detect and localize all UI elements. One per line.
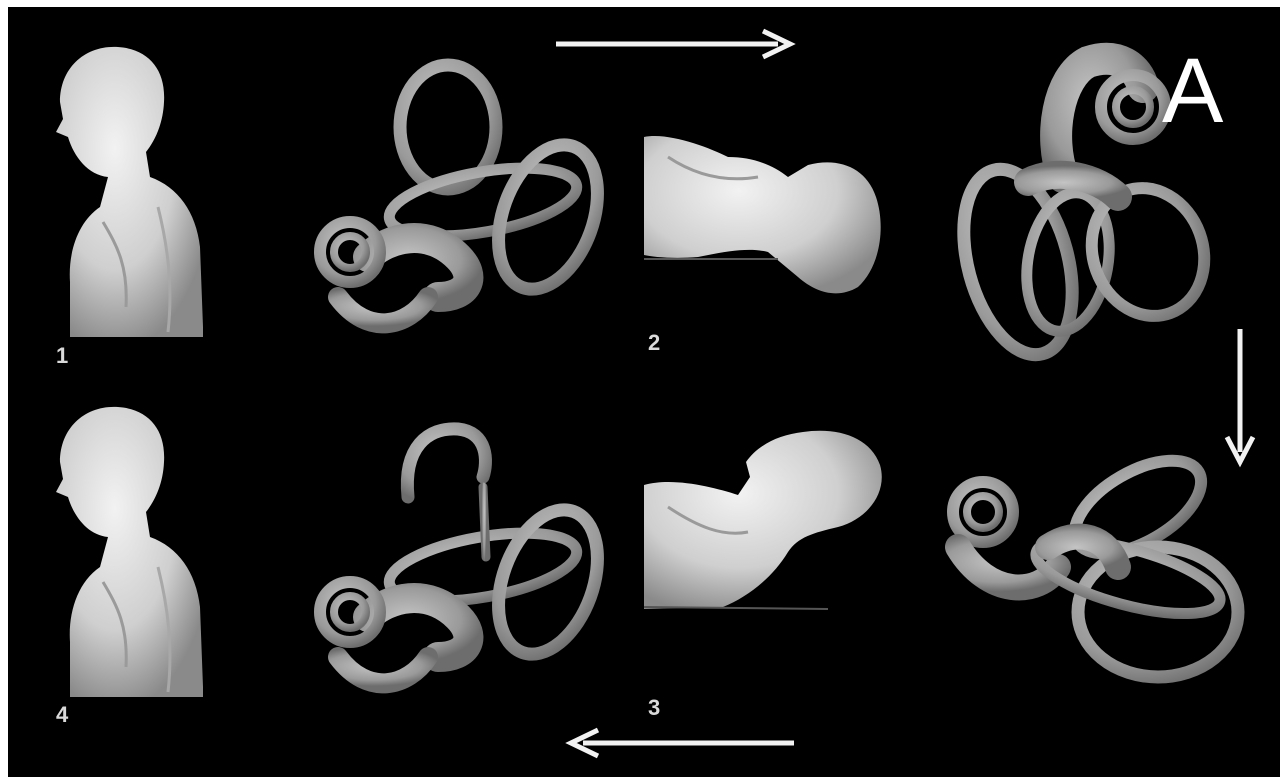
arrow-right bbox=[556, 31, 790, 57]
step-label-1: 1 bbox=[56, 345, 68, 367]
panel-letter: A bbox=[1162, 45, 1223, 137]
arrow-left bbox=[571, 730, 794, 756]
arrow-down bbox=[1227, 329, 1253, 462]
human-figure-1 bbox=[56, 47, 203, 337]
inner-ear-model-1 bbox=[320, 65, 616, 323]
inner-ear-model-3 bbox=[953, 442, 1238, 677]
human-figure-2 bbox=[644, 136, 881, 293]
inner-ear-model-4 bbox=[320, 429, 616, 684]
step-label-4: 4 bbox=[56, 704, 68, 726]
human-figure-3 bbox=[644, 431, 882, 609]
figure-artwork bbox=[8, 7, 1280, 777]
step-label-3: 3 bbox=[648, 697, 660, 719]
step-label-2: 2 bbox=[648, 332, 660, 354]
figure-panel: A 1 2 3 4 bbox=[8, 7, 1280, 777]
human-figure-4 bbox=[56, 407, 203, 697]
